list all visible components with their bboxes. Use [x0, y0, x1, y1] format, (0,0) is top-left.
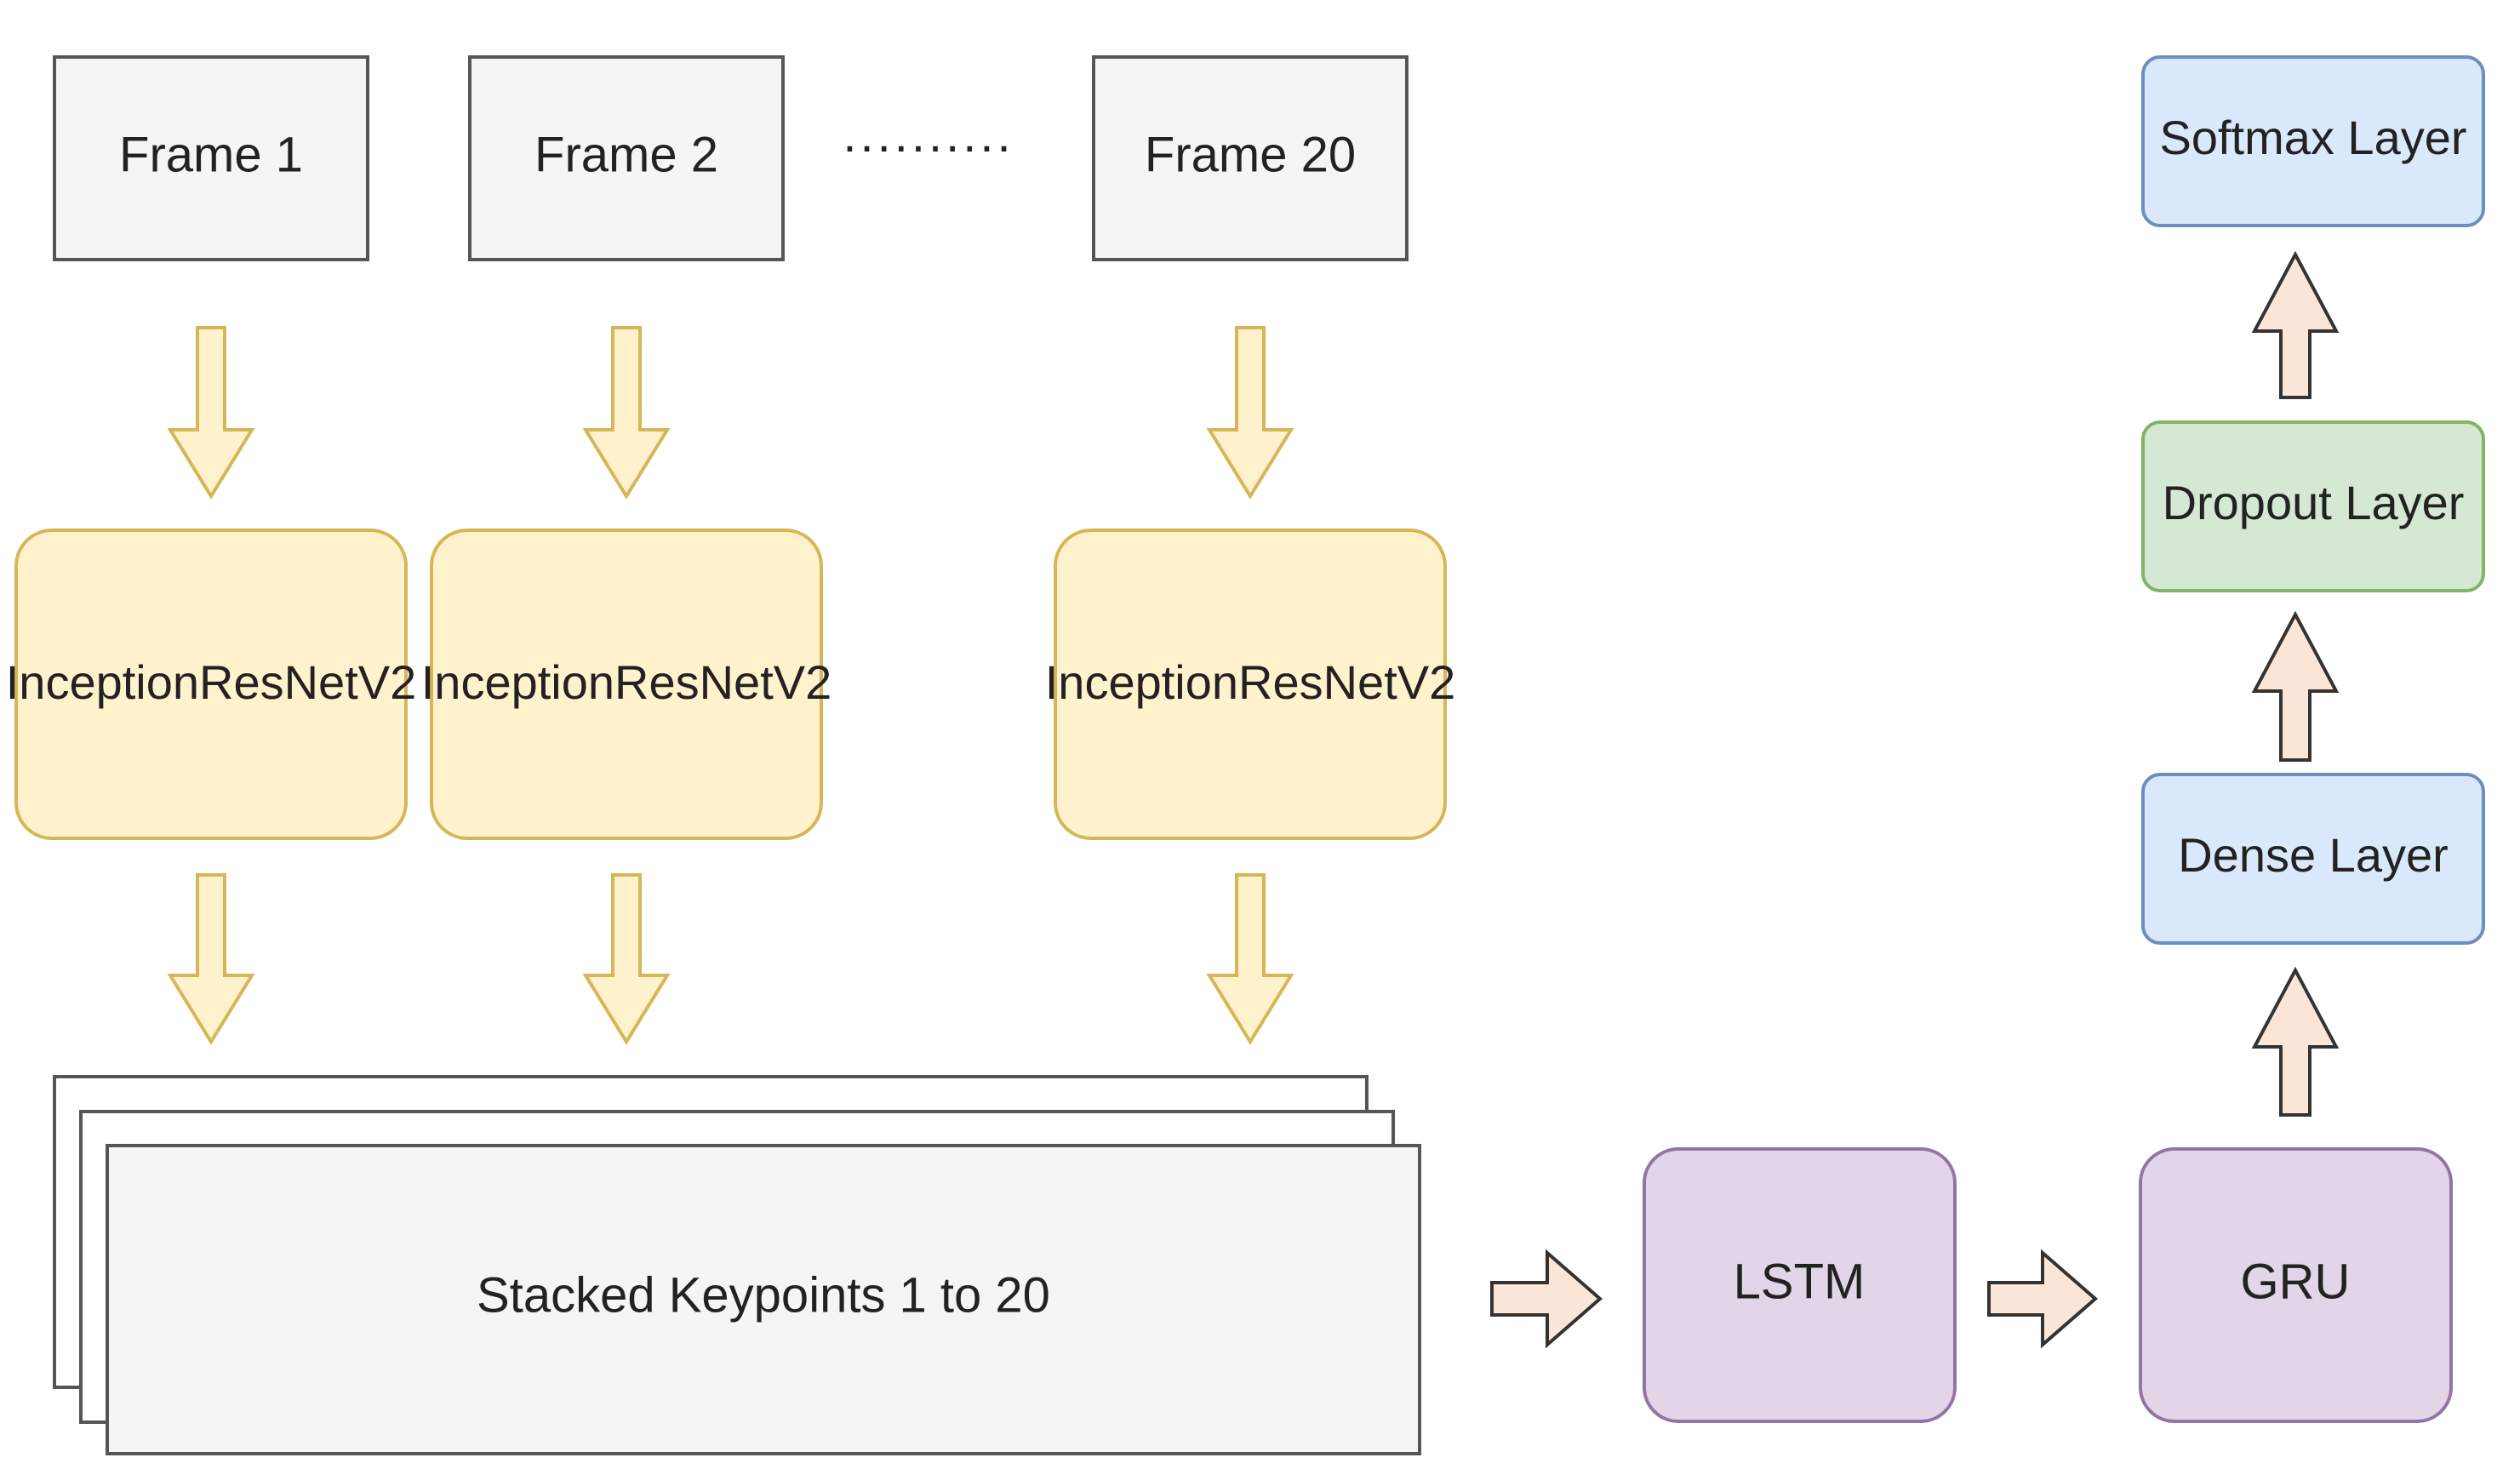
arrow-lstm-to-gru: [1987, 1249, 2099, 1349]
cnn-block-1-label: InceptionResNetV2: [6, 655, 417, 709]
frame-20-label: Frame 20: [1145, 127, 1356, 182]
frame-2-label: Frame 2: [534, 127, 718, 182]
dropout-layer-node: Dropout Layer: [2141, 420, 2485, 592]
lstm-node: LSTM: [1643, 1147, 1957, 1423]
frame-20-node: Frame 20: [1092, 55, 1409, 261]
cnn-block-20: InceptionResNetV2: [1045, 529, 1456, 840]
arrow-frame20-to-cnn: [1206, 326, 1294, 500]
arrow-stack-to-lstm: [1490, 1249, 1603, 1349]
frame-2-node: Frame 2: [468, 55, 785, 261]
frame-1-node: Frame 1: [53, 55, 369, 261]
arrow-cnn20-to-stack: [1206, 873, 1294, 1045]
arrow-gru-to-dense: [2251, 966, 2340, 1117]
arrow-cnn2-to-stack: [582, 873, 671, 1045]
cnn-block-1: InceptionResNetV2: [6, 529, 417, 840]
lstm-label: LSTM: [1734, 1254, 1866, 1309]
cnn-block-20-label: InceptionResNetV2: [1045, 655, 1456, 709]
frames-ellipsis: ..........: [843, 107, 1014, 163]
stacked-keypoints-node: Stacked Keypoints 1 to 20: [53, 1075, 1421, 1455]
dense-layer-node: Dense Layer: [2141, 773, 2485, 945]
gru-node: GRU: [2139, 1147, 2453, 1423]
arrow-frame2-to-cnn: [582, 326, 671, 500]
arrow-dense-to-dropout: [2251, 610, 2340, 762]
cnn-block-2: InceptionResNetV2: [421, 529, 832, 840]
arrow-cnn1-to-stack: [167, 873, 255, 1045]
dense-layer-label: Dense Layer: [2178, 828, 2449, 882]
arrow-frame1-to-cnn: [167, 326, 255, 500]
frame-1-label: Frame 1: [119, 127, 303, 182]
softmax-layer-node: Softmax Layer: [2141, 55, 2485, 227]
softmax-layer-label: Softmax Layer: [2159, 111, 2466, 164]
stacked-keypoints-label: Stacked Keypoints 1 to 20: [477, 1267, 1050, 1323]
dropout-layer-label: Dropout Layer: [2163, 476, 2465, 529]
arrow-dropout-to-softmax: [2251, 250, 2340, 399]
cnn-block-2-label: InceptionResNetV2: [421, 655, 832, 709]
gru-label: GRU: [2241, 1254, 2351, 1309]
